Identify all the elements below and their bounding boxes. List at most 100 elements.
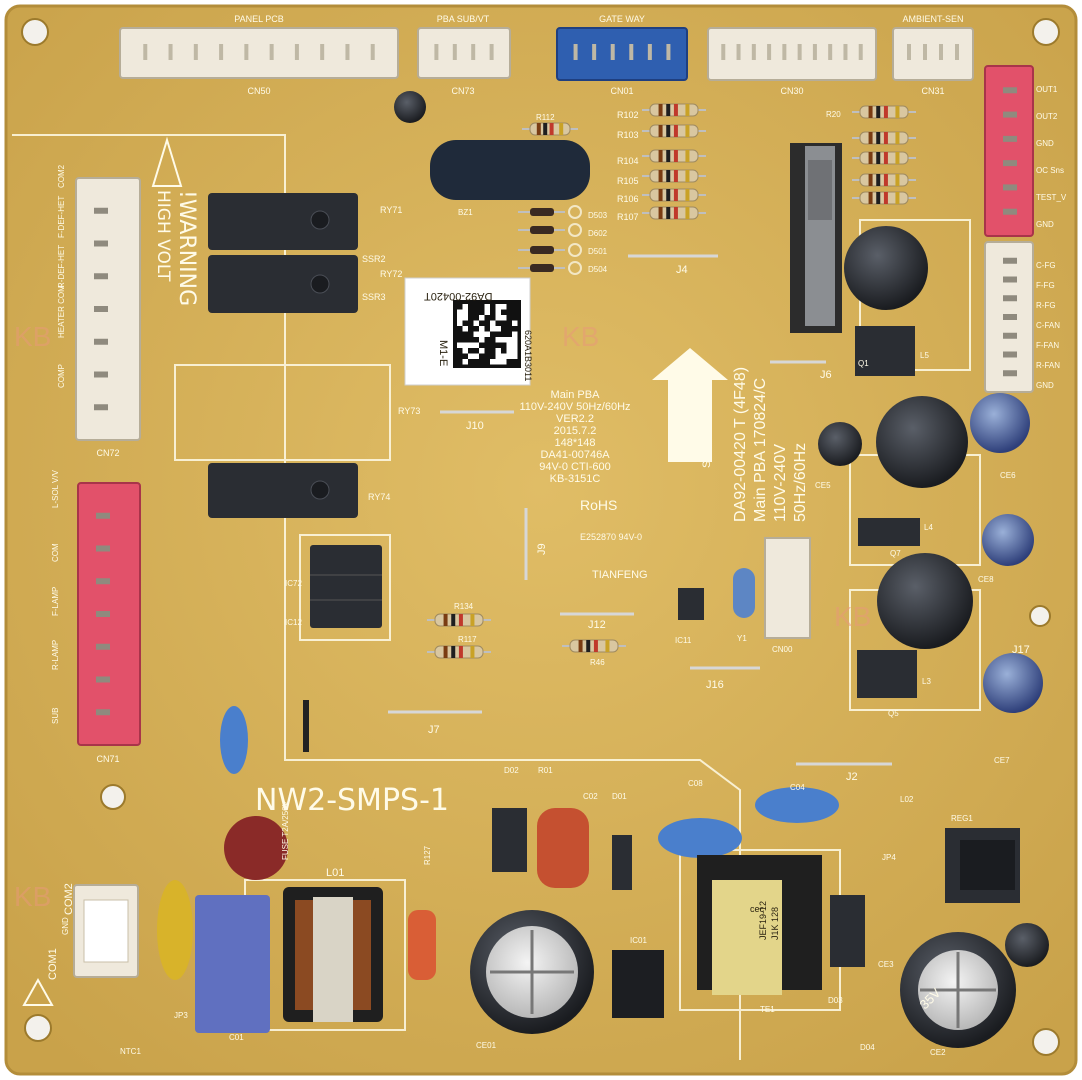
connector-pin [1003,276,1017,283]
connector-pin [434,44,439,60]
d02-label: D02 [504,766,519,775]
pin-label: OUT2 [1036,112,1058,121]
connector-pin [193,44,198,60]
connector-pin [269,44,274,60]
label-panel-pcb: PANEL PCB [234,14,284,24]
connector-pin [471,44,476,60]
connector-pin [1003,208,1017,215]
connector-pin [1003,257,1017,264]
qr-module [457,315,463,321]
qr-module [479,348,485,354]
relay-ry71 [208,193,358,250]
relay-ry74 [208,463,358,518]
fuse [224,816,288,880]
qr-module [484,331,490,337]
sticker-sub: M1-E [437,340,449,366]
connector-cn30 [707,27,877,81]
resistor-r127 [408,910,436,980]
main-text-7: KB-3151C [550,473,601,485]
pin-label: COM2 [57,164,66,188]
transformer-te1 [697,855,822,995]
warning-subtitle: HIGH VOLT [153,190,173,282]
qr-module [501,304,507,310]
main-text-0: Main PBA [551,389,601,401]
qr-module [490,320,496,326]
r112-label: R112 [536,113,555,122]
relay-ry73-label: RY73 [398,406,420,416]
bottom-connector-pin-com1: COM1 [47,948,59,980]
bottom-connector-ref: COM2 [63,883,75,915]
resistor [642,206,706,220]
capacitor-ce7 [983,653,1043,713]
ref-cn30: CN30 [780,86,803,96]
connector-pin [96,512,110,519]
soldering-label: SOLDERING [701,403,713,468]
pin-label: R-DEF-HET [57,245,66,288]
diode-d03 [830,895,865,967]
connector-pin [782,44,787,60]
r106-label: R106 [617,194,639,204]
connector-pin [345,44,350,60]
q7-label: Q7 [890,549,901,558]
resistor [852,131,916,145]
heatsink [790,143,842,333]
ref-cn71: CN71 [96,754,119,764]
resistor [852,151,916,165]
diode-d02 [492,808,527,872]
resistor [427,613,491,627]
connector-pin [94,207,108,214]
cn00-label: CN00 [772,645,793,654]
pin-label: R-FAN [1036,361,1060,370]
qr-module [512,331,518,337]
r134-label: R134 [454,602,474,611]
bz1-label: BZ1 [458,208,473,217]
ntc1-label: NTC1 [120,1047,141,1056]
j9-label: J9 [536,543,548,555]
y1-label: Y1 [737,634,747,643]
jp3-label: JP3 [174,1011,188,1020]
r01-label: R01 [538,766,553,775]
rotated-text-3: 50Hz/60Hz [792,443,809,522]
r46-label: R46 [590,658,605,667]
connector-pin [94,306,108,312]
pin-label: GND [1036,220,1054,229]
tianfeng-mark: TIANFENG [592,569,648,581]
qr-module [495,348,501,354]
qr-module [457,309,463,315]
connector-pin [629,44,634,60]
c01-label: C01 [229,1033,244,1042]
resistor [642,169,706,183]
connector-pin [592,44,597,60]
connector-pin [736,44,741,60]
capacitor-small [1005,923,1049,967]
relay-ry74-label: RY74 [368,492,390,502]
connector-pin [489,44,494,60]
diode [518,261,582,275]
qr-module [462,309,468,315]
transformer-code: JEF19-12 [758,901,768,940]
pin-label: L-SOL V/V [51,469,60,508]
relay-ry71-label: RY71 [380,205,402,215]
qr-module [490,326,496,332]
connector-pin [1003,160,1017,167]
r127-label: R127 [423,845,432,865]
pin-label: SUB [51,708,60,724]
connector-pin [828,44,833,60]
rotated-text-0: DA92-00420 T (4F48) [732,367,749,522]
qr-module [495,309,501,315]
connector-pin [244,44,249,60]
d01-label: D01 [612,792,627,801]
connector-pin [1003,332,1017,339]
connector-pin [751,44,756,60]
ce2-label: CE2 [930,1048,946,1057]
qr-module [501,315,507,321]
qr-module [462,342,468,348]
connector-pin [1003,351,1017,358]
qr-module [501,353,507,359]
connector-cn73 [417,27,511,79]
transistors [612,326,1020,1018]
ce3-label: CE3 [878,960,894,969]
qr-module [495,353,501,359]
